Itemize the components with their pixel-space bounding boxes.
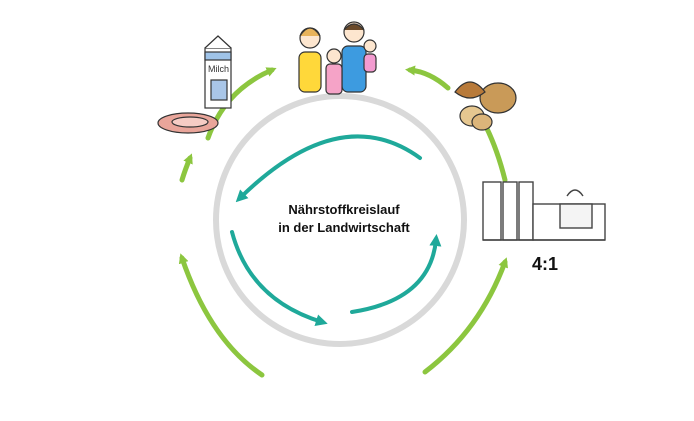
inner-arrow-top [235, 134, 422, 203]
arrow-farmer-to-fodder [178, 253, 265, 378]
inner-arrow-right [350, 234, 442, 314]
family-icon [298, 21, 377, 95]
ratio-label: 4:1 [532, 254, 559, 274]
grey-ring [213, 93, 467, 347]
bread-icon [454, 81, 517, 131]
title-line-1: Nährstoffkreislauf [288, 202, 400, 217]
inner-arrow-left [230, 230, 328, 326]
arrow-crops-to-factory [422, 257, 508, 375]
arrow-family-from-bakery [405, 65, 451, 91]
milk-label: Milch [208, 64, 229, 74]
diagram-title: Nährstoffkreislauf in der Landwirtschaft [244, 201, 444, 237]
factory-icon [482, 181, 606, 241]
inner-cycle-arrows [230, 134, 442, 326]
title-line-2: in der Landwirtschaft [278, 220, 410, 235]
milk-meat-icon: Milch [157, 35, 232, 134]
arrow-livestock-to-products [179, 153, 193, 183]
